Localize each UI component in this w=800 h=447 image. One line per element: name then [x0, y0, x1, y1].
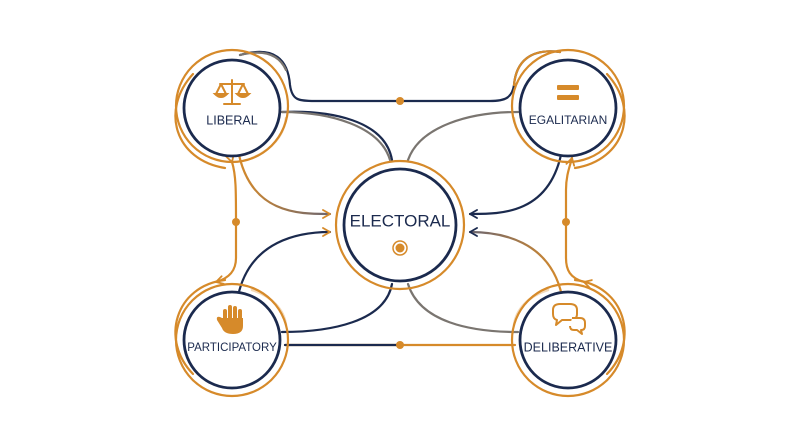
left-connector-dot — [232, 218, 240, 226]
raised-hand-icon — [216, 305, 243, 334]
node-electoral: ELECTORAL — [334, 159, 466, 291]
node-liberal: LIBERAL — [174, 48, 290, 164]
target-dot-icon — [392, 240, 408, 256]
node-egalitarian: EGALITARIAN — [510, 48, 626, 164]
scales-icon — [212, 79, 252, 105]
node-deliberative: DELIBERATIVE — [510, 282, 626, 398]
connectors — [174, 50, 626, 376]
electoral-label: ELECTORAL — [350, 211, 451, 230]
left-connector-line — [214, 153, 238, 285]
liberal-label: LIBERAL — [206, 113, 257, 127]
top-connector-dot — [396, 97, 404, 105]
node-participatory: PARTICIPATORY — [174, 282, 290, 398]
deliberative-label: DELIBERATIVE — [524, 340, 613, 354]
equals-icon — [557, 85, 579, 100]
bottom-connector-dot — [396, 341, 404, 349]
participatory-label: PARTICIPATORY — [187, 342, 277, 354]
top-connector-line — [238, 50, 562, 103]
speech-bubbles-icon — [552, 303, 586, 335]
right-connector-dot — [562, 218, 570, 226]
egalitarian-label: EGALITARIAN — [529, 113, 607, 127]
